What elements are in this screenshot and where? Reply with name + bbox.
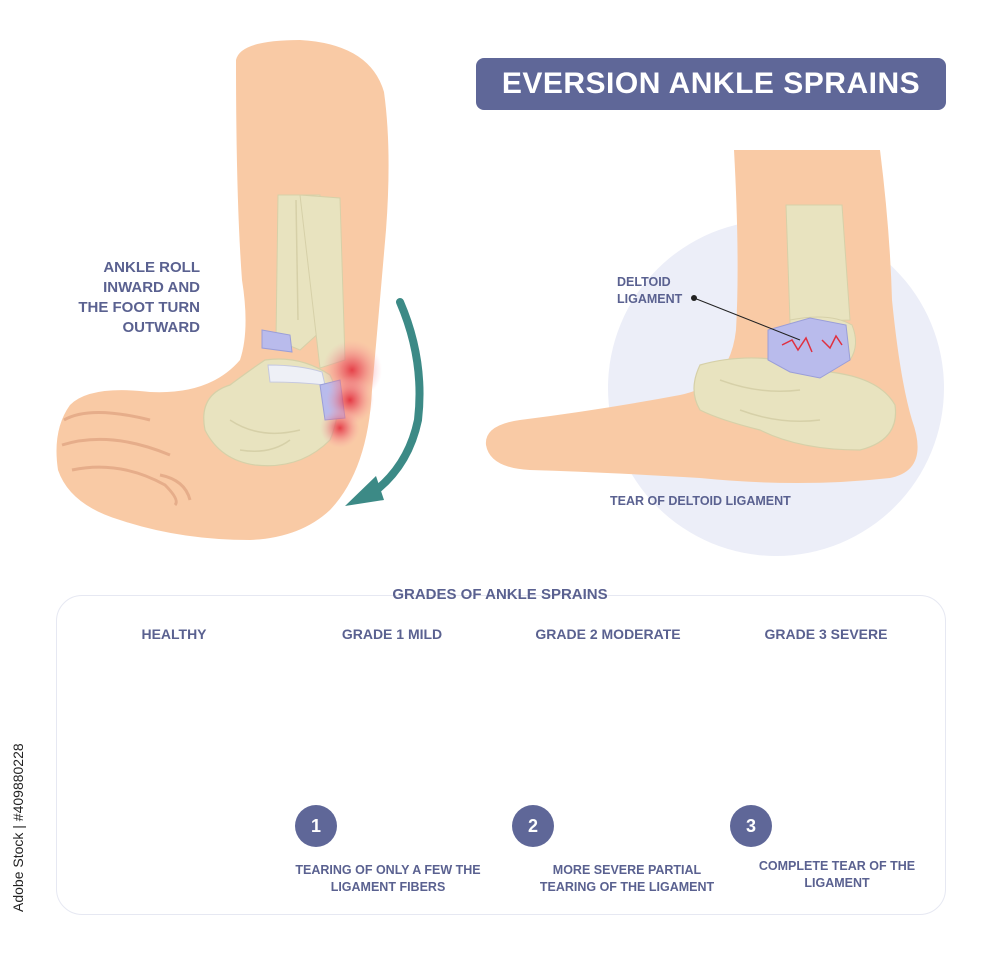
grade-desc-line: TEARING OF ONLY A FEW THE	[295, 863, 481, 877]
grade-name-3: GRADE 3 SEVERE	[764, 626, 888, 642]
left-foot-caption: ANKLE ROLL INWARD AND THE FOOT TURN OUTW…	[40, 258, 200, 338]
grade-desc-line: LIGAMENT FIBERS	[330, 880, 446, 894]
stock-watermark-id: Adobe Stock | #409880228	[10, 743, 26, 912]
grades-title: GRADES OF ANKLE SPRAINS	[392, 586, 608, 603]
grade-3-badge: 3	[730, 805, 772, 847]
left-caption-line: THE FOOT TURN	[78, 299, 200, 316]
grade-1-badge: 1	[295, 805, 337, 847]
left-caption-line: ANKLE ROLL	[103, 259, 200, 276]
page-title: EVERSION ANKLE SPRAINS	[476, 58, 946, 110]
grade-1-description: TEARING OF ONLY A FEW THE LIGAMENT FIBER…	[273, 862, 503, 896]
left-foot-illustration	[56, 40, 424, 540]
grade-2-description: MORE SEVERE PARTIAL TEARING OF THE LIGAM…	[512, 862, 742, 896]
left-caption-line: OUTWARD	[122, 319, 201, 336]
grade-3-description: COMPLETE TEAR OF THE LIGAMENT	[722, 858, 952, 892]
right-foot-illustration	[485, 150, 944, 556]
grade-name-healthy: HEALTHY	[141, 626, 207, 642]
tear-caption: TEAR OF DELTOID LIGAMENT	[610, 494, 791, 508]
grade-desc-line: MORE SEVERE PARTIAL	[552, 863, 702, 877]
grade-desc-line: COMPLETE TEAR OF THE	[758, 859, 916, 873]
grade-2-badge: 2	[512, 805, 554, 847]
deltoid-label-line: LIGAMENT	[617, 292, 683, 306]
deltoid-label-line: DELTOID	[617, 275, 671, 289]
grade-name-2: GRADE 2 MODERATE	[535, 626, 681, 642]
grade-name-1: GRADE 1 MILD	[341, 626, 443, 642]
grades-panel	[56, 595, 946, 915]
grade-desc-line: TEARING OF THE LIGAMENT	[539, 880, 715, 894]
left-caption-line: INWARD AND	[103, 279, 200, 296]
grade-desc-line: LIGAMENT	[804, 876, 870, 890]
deltoid-label: DELTOID LIGAMENT	[617, 274, 682, 308]
